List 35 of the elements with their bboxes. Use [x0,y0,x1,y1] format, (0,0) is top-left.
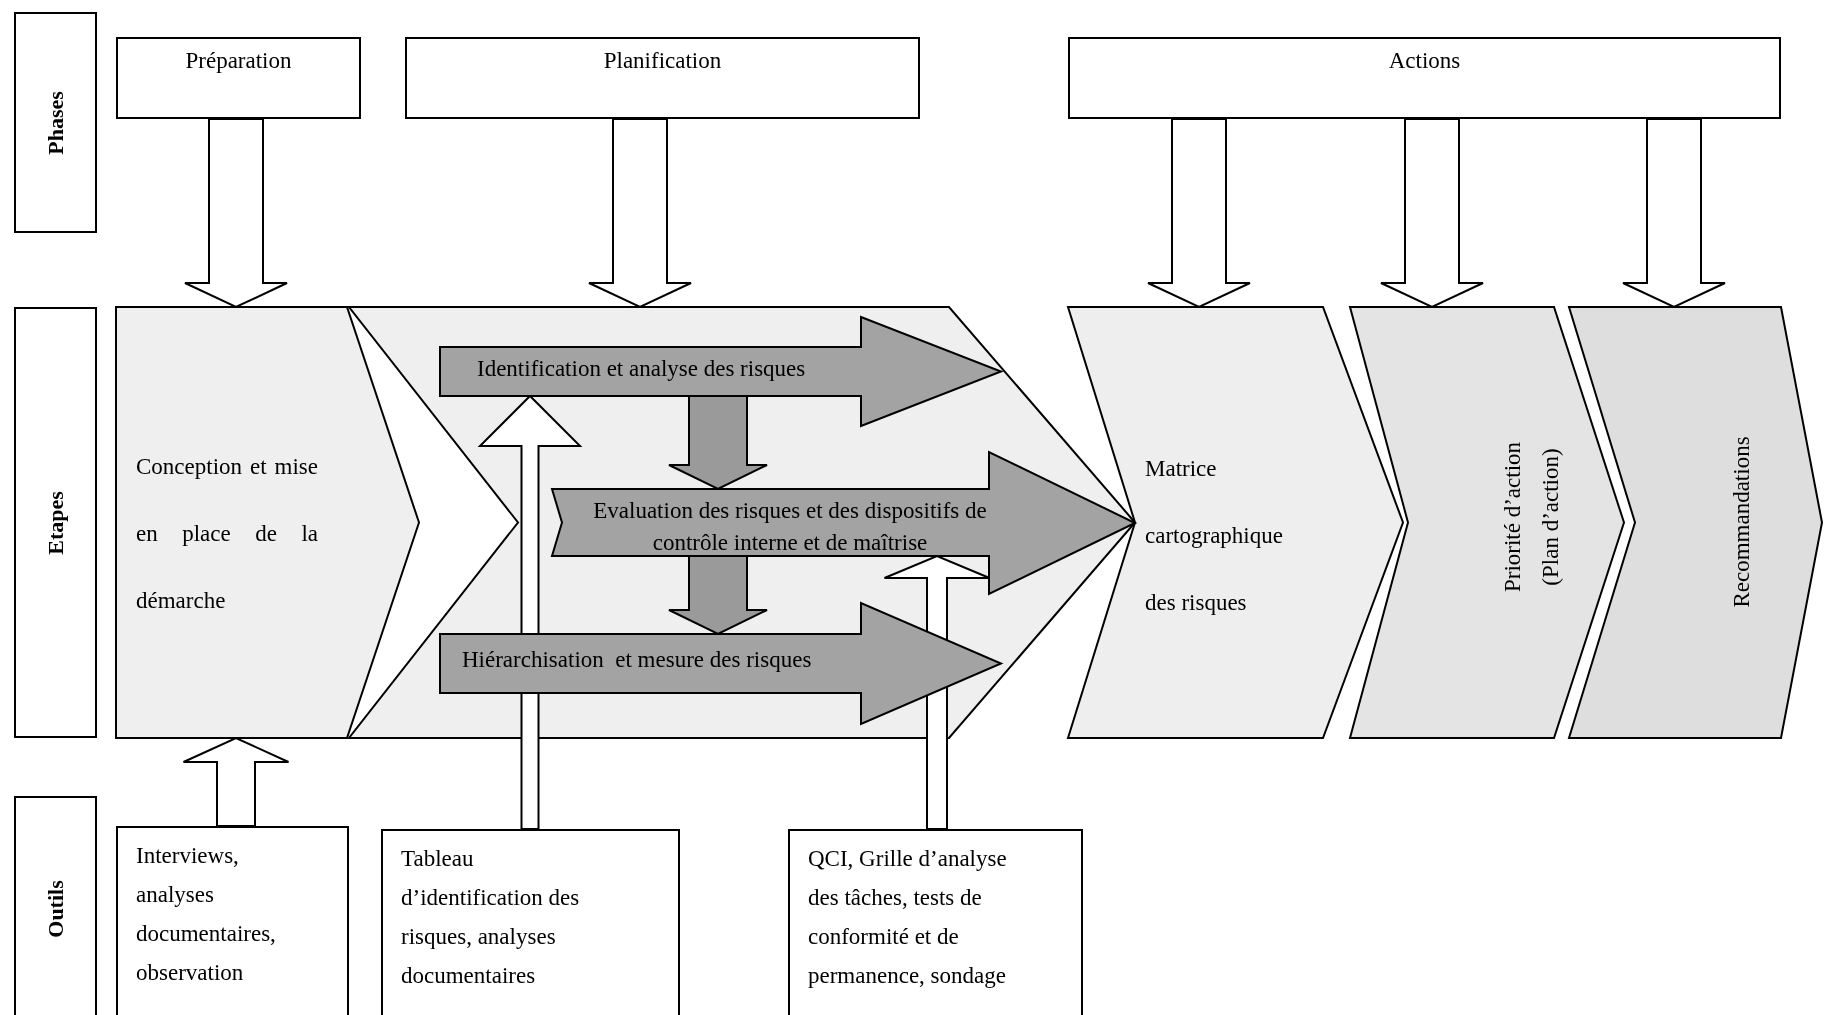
phase-header-box [14,12,97,233]
row-label: Etapes [42,490,69,555]
block-arrow [1147,118,1251,309]
step-header-box [14,307,97,738]
step-label: Conception et mise en place de la démarche [136,453,318,615]
block-arrow [184,118,288,309]
row-label: Phases [42,90,69,155]
phase-label: Planification [602,47,723,75]
tool-box [116,826,349,1015]
step-label: Identification et analyse des risques [477,355,806,383]
phase-box [116,37,361,119]
tool-description: Tableau d’identification des risques, analyses documentaires [401,845,581,990]
step-label: Recommandations [1728,436,1756,608]
tool-description: Interviews, analyses documentaires, observation [136,842,277,987]
block-arrow [668,555,768,636]
step-label: Priorité d’action (Plan d’action) [1499,440,1564,595]
step-label: Hiérarchisation et mesure des risques [462,646,812,674]
block-arrow [182,736,290,827]
block-arrow [477,394,583,830]
phase-box [405,37,920,119]
phase-label: Actions [1387,47,1462,75]
tool-description: QCI, Grille d’analyse des tâches, tests de conformité et de permanence, sondage [808,845,1008,990]
tool-header-box [14,796,97,1015]
block-arrow [668,395,768,491]
row-label: Outils [42,879,69,938]
block-arrow [588,118,692,309]
step-label: Evaluation des risques et des dispositifs de contrôle interne et de maîtrise [592,497,988,557]
tool-box [788,829,1083,1015]
block-arrow [1380,118,1484,309]
tool-box [381,829,680,1015]
phase-label: Préparation [184,47,293,75]
block-arrow [883,554,991,830]
step-label: Matrice cartographique des risques [1145,455,1284,617]
block-arrow [1622,118,1726,309]
phase-box [1068,37,1781,119]
